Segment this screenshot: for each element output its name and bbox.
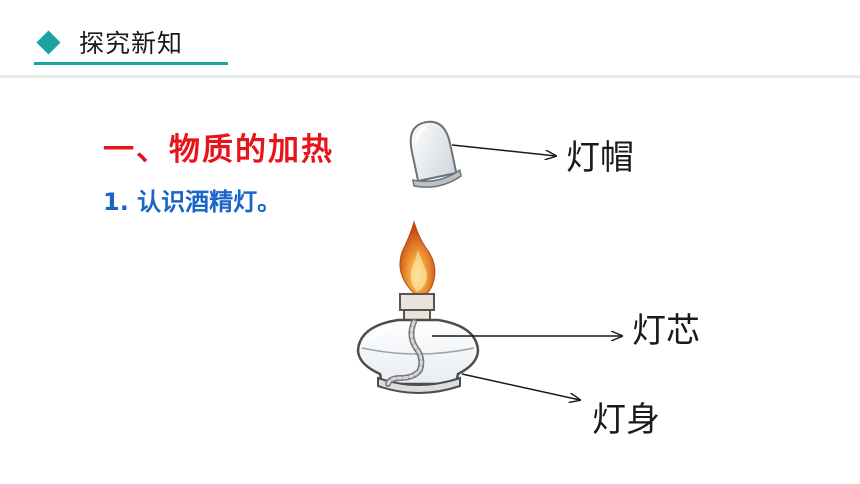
alcohol-lamp-icon [356,293,480,394]
header-divider [0,75,860,78]
body-pointer-arrow [461,373,580,400]
label-lamp-wick: 灯芯 [632,311,700,351]
subtitle: 1. 认识酒精灯。 [103,188,282,216]
cap-pointer-arrow [451,144,556,156]
label-lamp-body: 灯身 [592,400,660,440]
section-header: 探究新知 [34,22,183,62]
label-lamp-cap: 灯帽 [566,138,634,178]
header-title: 探究新知 [79,29,184,58]
section-title: 一、物质的加热 [103,132,334,168]
header-underline [34,62,228,65]
flame-icon [399,220,436,297]
lamp-cap-icon [409,120,462,188]
